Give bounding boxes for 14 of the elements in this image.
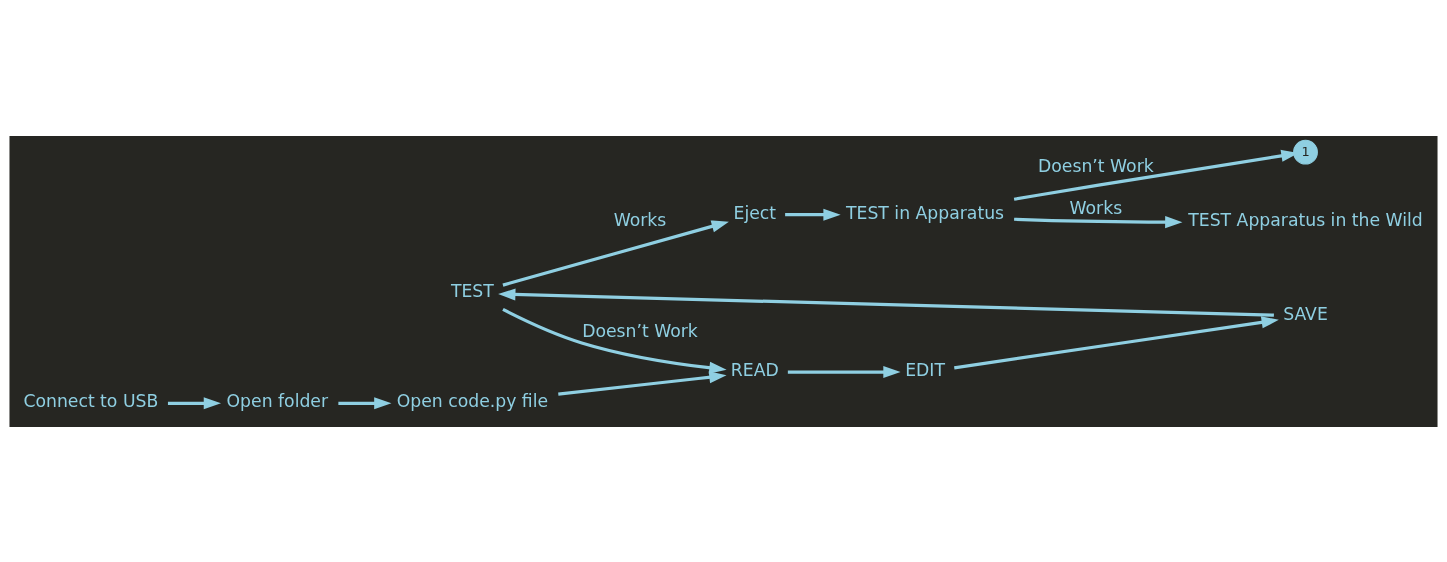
edge-label: Works <box>613 209 667 230</box>
node-text: TEST Apparatus in the Wild <box>1188 209 1423 230</box>
edge-label: Works <box>1069 197 1123 218</box>
node-text: Eject <box>733 202 777 223</box>
node-text: Connect to USB <box>23 390 159 411</box>
node-text: EDIT <box>905 359 945 380</box>
node-text: TEST in Apparatus <box>846 202 1005 223</box>
edge-label: Doesn’t Work <box>582 320 698 341</box>
node-text: Open code.py file <box>396 390 549 411</box>
node-text: SAVE <box>1283 303 1328 324</box>
node-text: Open folder <box>226 390 329 411</box>
node-text: TEST <box>450 280 494 301</box>
node-text: READ <box>730 359 779 380</box>
edge-label: Doesn’t Work <box>1038 155 1154 176</box>
